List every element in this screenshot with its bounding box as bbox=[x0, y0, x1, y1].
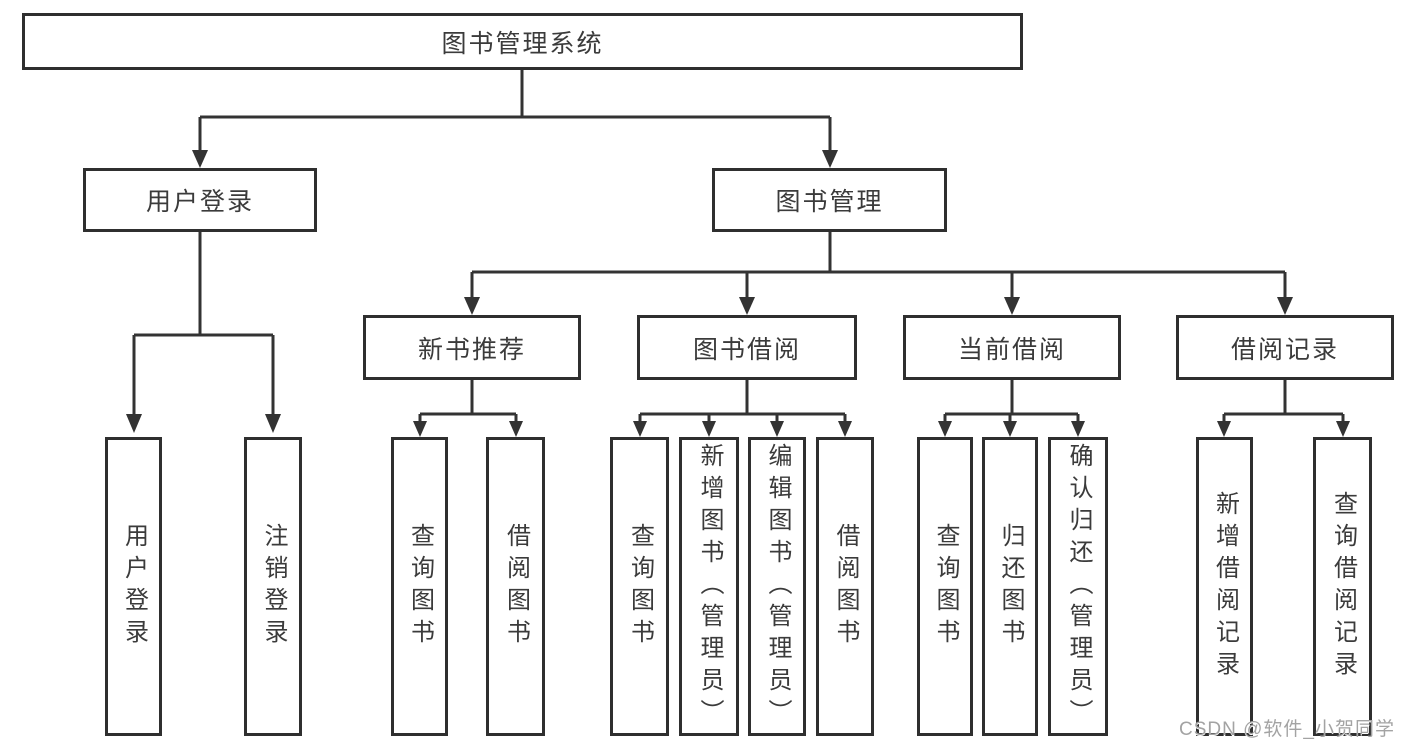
node-leaf-query-books-borrow: 查询图书 bbox=[610, 437, 669, 736]
node-label: 图书借阅 bbox=[692, 335, 801, 364]
node-label: 用户登录 bbox=[120, 522, 148, 651]
connector-borrow-records-branch bbox=[1217, 380, 1350, 437]
node-leaf-edit-book-admin: 编辑图书（管理员） bbox=[748, 437, 806, 736]
node-label: 借阅图书 bbox=[502, 522, 530, 651]
node-label: 查询图书 bbox=[932, 522, 959, 651]
node-leaf-query-books-recommend: 查询图书 bbox=[391, 437, 448, 736]
connector-book-management-branch bbox=[464, 232, 1293, 315]
connector-root-to-level2 bbox=[192, 69, 838, 168]
node-label: 归还图书 bbox=[997, 522, 1024, 651]
node-leaf-user-login: 用户登录 bbox=[105, 437, 162, 736]
node-label: 注销登录 bbox=[260, 522, 287, 651]
node-label: 图书管理 bbox=[775, 188, 884, 216]
node-label: 借阅记录 bbox=[1230, 335, 1339, 364]
node-new-book-recommend: 新书推荐 bbox=[363, 315, 581, 380]
node-label: 编辑图书（管理员） bbox=[764, 442, 791, 731]
node-label: 新增借阅记录 bbox=[1211, 490, 1239, 683]
node-root-system: 图书管理系统 bbox=[22, 13, 1023, 70]
connector-user-login-branch bbox=[126, 232, 281, 433]
node-label: 新增图书（管理员） bbox=[696, 442, 723, 731]
node-user-login: 用户登录 bbox=[83, 168, 317, 232]
node-leaf-add-borrow-record: 新增借阅记录 bbox=[1196, 437, 1253, 736]
node-leaf-return-books: 归还图书 bbox=[982, 437, 1038, 736]
node-label: 新书推荐 bbox=[417, 335, 526, 364]
csdn-watermark: CSDN @软件_小贺同学 bbox=[1179, 719, 1395, 740]
node-leaf-confirm-return-admin: 确认归还（管理员） bbox=[1048, 437, 1108, 736]
node-leaf-borrow-books-recommend: 借阅图书 bbox=[486, 437, 545, 736]
node-leaf-borrow-books: 借阅图书 bbox=[816, 437, 874, 736]
node-label: 借阅图书 bbox=[832, 522, 859, 651]
connector-book-borrow-branch bbox=[633, 380, 852, 437]
node-label: 图书管理系统 bbox=[441, 29, 604, 58]
node-label: 用户登录 bbox=[145, 188, 254, 216]
node-leaf-logout: 注销登录 bbox=[244, 437, 302, 736]
connector-current-borrow-branch bbox=[938, 380, 1085, 437]
node-label: 查询图书 bbox=[406, 522, 434, 651]
node-leaf-add-book-admin: 新增图书（管理员） bbox=[679, 437, 739, 736]
node-label: 查询图书 bbox=[626, 522, 654, 651]
connector-new-book-branch bbox=[413, 380, 523, 437]
node-leaf-query-borrow-record: 查询借阅记录 bbox=[1313, 437, 1372, 736]
node-borrow-records: 借阅记录 bbox=[1176, 315, 1394, 380]
node-label: 查询借阅记录 bbox=[1329, 490, 1357, 683]
node-book-borrow: 图书借阅 bbox=[637, 315, 857, 380]
node-leaf-query-books-current: 查询图书 bbox=[917, 437, 973, 736]
node-label: 确认归还（管理员） bbox=[1065, 442, 1092, 731]
node-label: 当前借阅 bbox=[957, 335, 1066, 364]
node-book-management: 图书管理 bbox=[712, 168, 947, 232]
node-current-borrow: 当前借阅 bbox=[903, 315, 1121, 380]
